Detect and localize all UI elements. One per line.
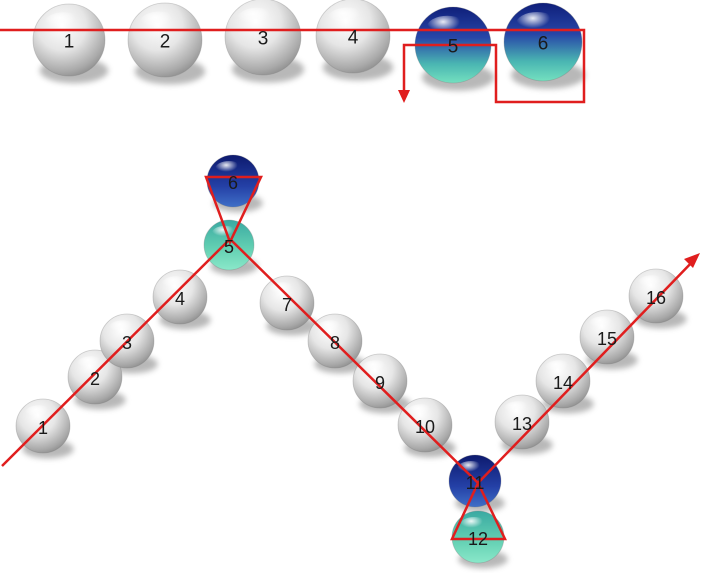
- top-row-ball-label: 2: [160, 32, 171, 53]
- chain-ball-highlight: [503, 401, 533, 419]
- chain-path-line-ascending: [477, 257, 697, 484]
- top-row-ball-label: 3: [258, 29, 269, 50]
- chain-ball-highlight: [588, 316, 618, 334]
- top-row-ball-label: 5: [448, 37, 459, 58]
- chain-ball-highlight: [24, 405, 54, 423]
- chain-ball-label: 7: [282, 295, 292, 315]
- chain-ball-label: 8: [330, 333, 340, 353]
- chain-ball-label: 4: [175, 289, 185, 309]
- chain-ball-highlight: [406, 404, 436, 422]
- top-row-ball-label: 6: [538, 34, 549, 55]
- chain-ball-label: 11: [466, 473, 485, 493]
- chain-triangle-top: [204, 175, 263, 246]
- chain-ball-label: 15: [597, 329, 617, 349]
- chain-ball-highlight: [316, 320, 346, 338]
- top-row-ball-highlight: [236, 7, 279, 33]
- chain-ball-label: 16: [646, 288, 666, 308]
- chain-ball-highlight: [456, 460, 486, 478]
- chain-ball-label: 1: [38, 418, 48, 438]
- chain-ball-label: 13: [512, 414, 532, 434]
- chain-ball-label: 12: [468, 529, 488, 549]
- chain-path-line-descending: [229, 238, 479, 484]
- chain-ball-highlight: [361, 360, 391, 378]
- chain-ball-label: 9: [375, 373, 385, 393]
- top-row-path-line: [0, 28, 586, 104]
- chain-ball-highlight: [544, 360, 574, 378]
- chain-path-line-left: [1, 238, 231, 467]
- top-row-ball-label: 4: [348, 28, 359, 49]
- chain-ball-label: 2: [90, 369, 100, 389]
- chain-ball-label: 14: [553, 373, 573, 393]
- chain-ball-highlight: [108, 320, 138, 338]
- top-row-ball-highlight: [426, 15, 469, 41]
- top-row-arrowhead: [398, 90, 410, 103]
- top-row-ball-label: 1: [64, 32, 75, 53]
- chain-ball-highlight: [459, 516, 489, 534]
- chain-arrowhead: [684, 253, 700, 268]
- chain-ball-highlight: [214, 160, 244, 178]
- chain-triangle-bottom: [450, 480, 507, 541]
- chain-ball-label: 3: [122, 333, 132, 353]
- chain-ball-highlight: [637, 275, 667, 293]
- chain-ball-label: 6: [228, 173, 238, 193]
- top-row-ball-highlight: [327, 7, 368, 32]
- chain-ball-highlight: [161, 276, 191, 294]
- chain-ball-label: 5: [224, 237, 234, 257]
- chain-ball-label: 10: [415, 417, 435, 437]
